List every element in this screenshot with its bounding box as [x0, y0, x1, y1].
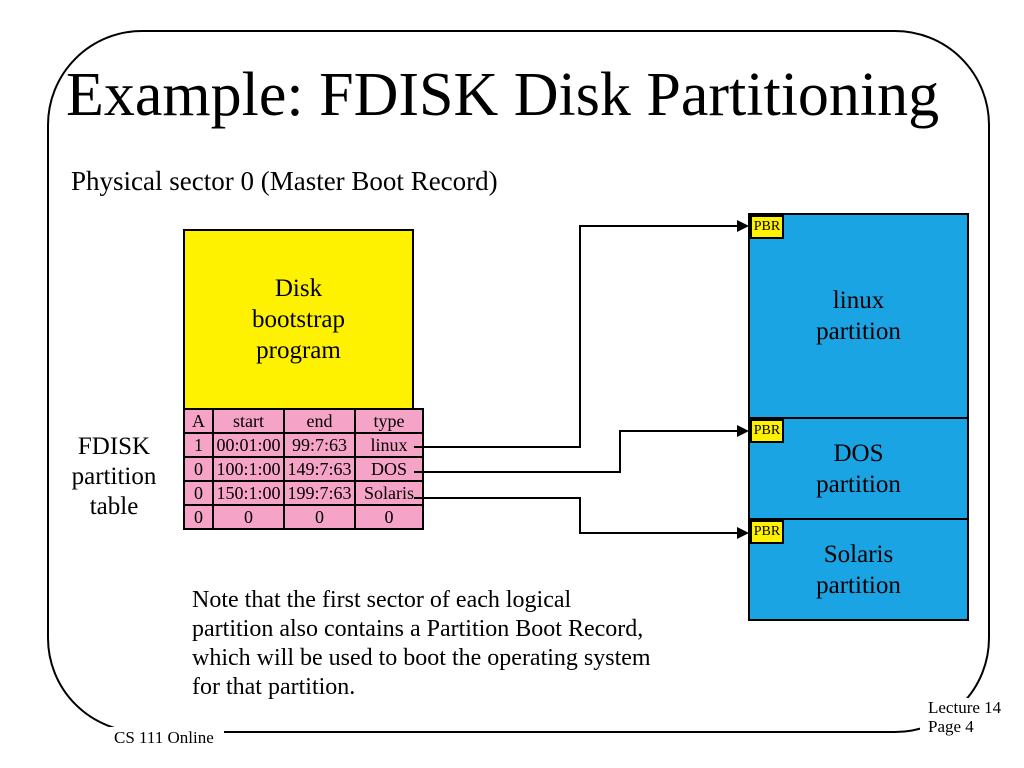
footer-page-label: Page 4	[928, 717, 974, 736]
cell-start: 100:1:00	[212, 456, 285, 482]
cell-start: 00:01:00	[212, 432, 285, 458]
linux-partition-label: linux partition	[816, 287, 901, 345]
cell-start: 150:1:00	[212, 480, 285, 506]
connector-dos-segment-2	[619, 430, 621, 473]
header-cell: end	[283, 408, 356, 434]
cell-active: 0	[183, 480, 214, 506]
header-cell: start	[212, 408, 285, 434]
connector-linux-segment-2	[579, 225, 581, 448]
connector-linux-segment-3	[579, 225, 737, 227]
header-cell: A	[183, 408, 214, 434]
cell-active: 0	[183, 504, 214, 530]
table-row: 0 100:1:00 149:7:63 DOS	[183, 456, 424, 482]
connector-solaris-segment-1	[414, 497, 581, 499]
dos-partition-label: DOS partition	[816, 439, 901, 498]
solaris-partition: PBR Solaris partition	[748, 518, 969, 621]
fdisk-table-label: FDISK partition table	[71, 433, 157, 520]
slide-border	[47, 30, 990, 733]
cell-type: linux	[354, 432, 424, 458]
connector-dos-segment-3	[619, 430, 737, 432]
table-row: 0 150:1:00 199:7:63 Solaris	[183, 480, 424, 506]
table-header-row: A start end type	[183, 408, 424, 434]
cell-active: 1	[183, 432, 214, 458]
cell-end: 149:7:63	[283, 456, 356, 482]
header-cell: type	[354, 408, 424, 434]
cell-end: 0	[283, 504, 356, 530]
table-row: 0 0 0 0	[183, 504, 424, 530]
linux-arrowhead-icon	[737, 220, 749, 232]
dos-arrowhead-icon	[737, 425, 749, 437]
connector-solaris-segment-2	[579, 497, 581, 534]
cell-end: 99:7:63	[283, 432, 356, 458]
cell-type: 0	[354, 504, 424, 530]
note-text: Note that the first sector of each logic…	[192, 587, 651, 700]
cell-type: Solaris	[354, 480, 424, 506]
solaris-partition-label: Solaris partition	[816, 540, 901, 599]
cell-start: 0	[212, 504, 285, 530]
cell-type: DOS	[354, 456, 424, 482]
footer-course-label: CS 111 Online	[104, 727, 224, 749]
slide-title: Example: FDISK Disk Partitioning	[66, 61, 940, 129]
connector-linux-segment-1	[414, 446, 581, 448]
disk-bootstrap-box: Disk bootstrap program	[183, 229, 414, 410]
dos-pbr-box: PBR	[750, 419, 784, 443]
disk-bootstrap-label: Disk bootstrap program	[251, 275, 346, 364]
cell-active: 0	[183, 456, 214, 482]
fdisk-partition-table: A start end type 1 00:01:00 99:7:63 linu…	[183, 408, 424, 530]
cell-end: 199:7:63	[283, 480, 356, 506]
dos-partition: PBR DOS partition	[748, 417, 969, 520]
linux-partition: PBR linux partition	[748, 213, 969, 419]
table-row: 1 00:01:00 99:7:63 linux	[183, 432, 424, 458]
connector-solaris-segment-3	[579, 532, 737, 534]
footer-lecture-label: Lecture 14	[928, 698, 1002, 717]
connector-dos-segment-1	[414, 471, 621, 473]
disk-partitions: PBR linux partition PBR DOS partition PB…	[748, 213, 969, 621]
footer-lecture-page: Lecture 14 Page 4	[920, 698, 1024, 748]
linux-pbr-box: PBR	[750, 215, 784, 239]
mbr-subtitle: Physical sector 0 (Master Boot Record)	[71, 166, 498, 196]
solaris-arrowhead-icon	[737, 527, 749, 539]
solaris-pbr-box: PBR	[750, 520, 784, 544]
